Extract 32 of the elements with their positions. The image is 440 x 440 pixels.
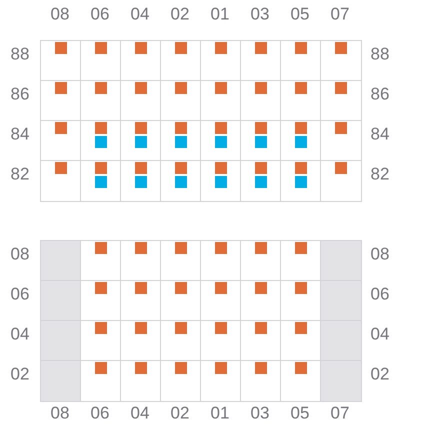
column-number: 02 (170, 404, 190, 422)
row-number: 04 (370, 326, 390, 342)
row-number: 88 (10, 46, 30, 62)
column-number: 05 (290, 404, 310, 422)
row-number: 06 (370, 286, 390, 302)
row-number: 04 (10, 326, 30, 342)
column-number: 01 (210, 404, 230, 422)
row-number: 08 (10, 246, 30, 262)
row-number: 84 (370, 126, 390, 142)
column-number: 04 (130, 6, 150, 22)
row-number: 82 (10, 166, 30, 182)
column-number: 08 (50, 404, 70, 422)
column-number: 06 (90, 404, 110, 422)
row-number: 84 (10, 126, 30, 142)
row-number: 02 (370, 366, 390, 382)
column-number: 07 (330, 404, 350, 422)
column-number: 04 (130, 404, 150, 422)
row-number: 06 (10, 286, 30, 302)
column-number: 08 (50, 6, 70, 22)
column-number: 03 (250, 404, 270, 422)
column-number: 05 (290, 6, 310, 22)
column-number: 01 (210, 6, 230, 22)
row-number: 86 (10, 86, 30, 102)
row-number: 08 (370, 246, 390, 262)
column-number: 03 (250, 6, 270, 22)
column-number: 07 (330, 6, 350, 22)
row-number: 02 (10, 366, 30, 382)
row-number: 82 (370, 166, 390, 182)
column-number: 02 (170, 6, 190, 22)
row-number: 86 (370, 86, 390, 102)
column-number: 06 (90, 6, 110, 22)
row-number: 88 (370, 46, 390, 62)
